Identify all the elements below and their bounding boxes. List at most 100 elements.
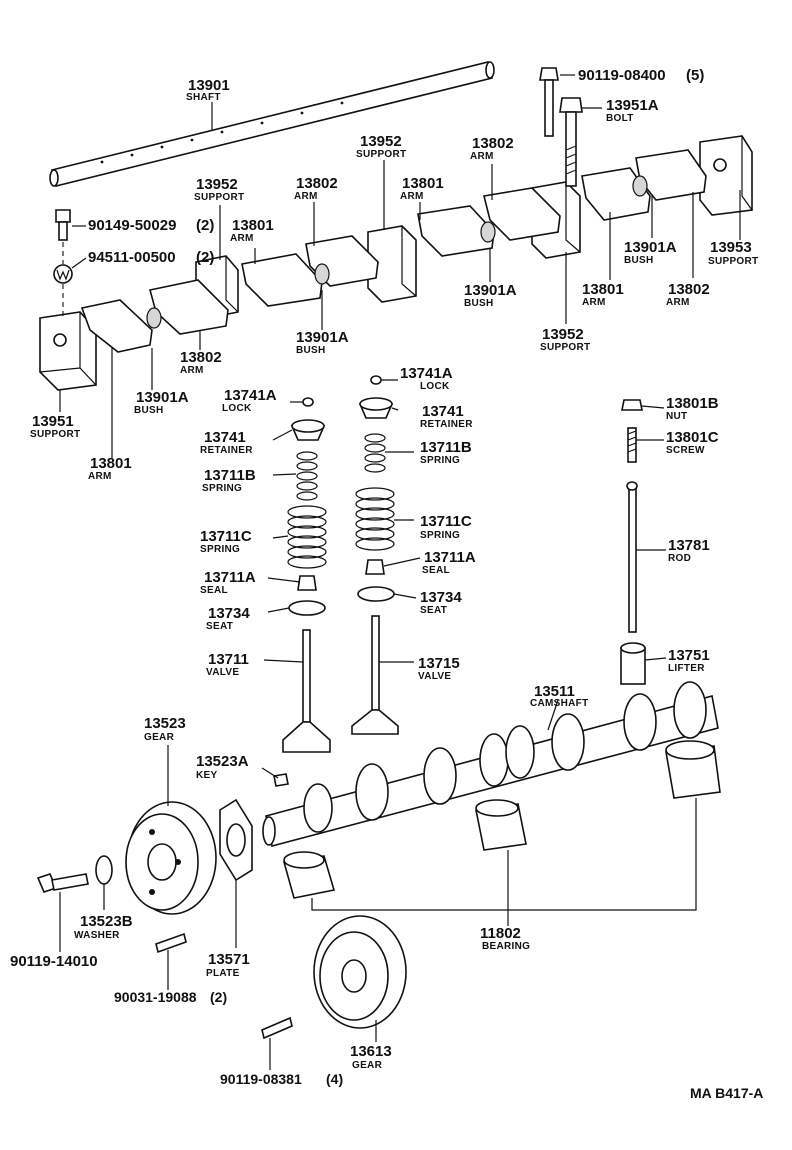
svg-text:CAMSHAFT: CAMSHAFT bbox=[530, 698, 589, 709]
label-13711c-spring-left: 13711C bbox=[200, 528, 252, 545]
bearings bbox=[282, 740, 721, 899]
svg-text:ARM: ARM bbox=[230, 233, 254, 244]
crank-bolt-shape bbox=[261, 1016, 293, 1040]
bolt-13951a-shape bbox=[559, 97, 583, 187]
label-13802-arm-upper-right: 13802 bbox=[472, 135, 514, 152]
label-90031-19088: 90031-19088 bbox=[114, 989, 197, 1005]
svg-text:SPRING: SPRING bbox=[202, 483, 242, 494]
svg-text:(2): (2) bbox=[196, 217, 214, 234]
svg-text:VALVE: VALVE bbox=[206, 667, 239, 678]
svg-text:(5): (5) bbox=[686, 67, 704, 84]
support-13951-shape bbox=[39, 311, 97, 391]
label-13734-seat-left: 13734 bbox=[208, 605, 250, 622]
label-90119-14010: 90119-14010 bbox=[10, 953, 98, 970]
label-13523b-washer: 13523B bbox=[80, 913, 133, 930]
label-90119-08400: 90119-08400 bbox=[578, 67, 666, 84]
svg-text:BUSH: BUSH bbox=[134, 405, 164, 416]
svg-text:ARM: ARM bbox=[400, 191, 424, 202]
svg-text:SPRING: SPRING bbox=[420, 530, 460, 541]
svg-text:SEAT: SEAT bbox=[206, 621, 233, 632]
svg-text:SUPPORT: SUPPORT bbox=[708, 256, 758, 267]
svg-text:WASHER: WASHER bbox=[74, 930, 120, 941]
svg-text:BUSH: BUSH bbox=[624, 255, 654, 266]
svg-text:SEAL: SEAL bbox=[422, 565, 450, 576]
label-13901a-bush-left: 13901A bbox=[136, 389, 189, 406]
label-13802-arm-far-right: 13802 bbox=[668, 281, 710, 298]
label-13802-arm-center: 13802 bbox=[296, 175, 338, 192]
svg-text:PLATE: PLATE bbox=[206, 968, 240, 979]
label-13952-support-right: 13952 bbox=[542, 326, 584, 343]
labels: 13901 SHAFT 90119-08400 (5) 13951A BOLT … bbox=[10, 67, 763, 1101]
label-13741-retainer-left: 13741 bbox=[204, 429, 246, 446]
svg-text:ARM: ARM bbox=[88, 471, 112, 482]
label-90149-50029: 90149-50029 bbox=[88, 217, 176, 234]
label-13711b-spring-left: 13711B bbox=[204, 467, 256, 484]
svg-text:SEAL: SEAL bbox=[200, 585, 228, 596]
label-13801-arm-right: 13801 bbox=[582, 281, 624, 298]
crank-gear-shape bbox=[313, 915, 407, 1029]
valve-stack-left bbox=[282, 397, 331, 753]
svg-text:(2): (2) bbox=[196, 249, 214, 266]
svg-text:(2): (2) bbox=[210, 989, 227, 1005]
svg-text:LOCK: LOCK bbox=[222, 403, 252, 414]
valve-stack-right bbox=[351, 375, 399, 735]
label-13951-support: 13951 bbox=[32, 413, 74, 430]
label-13901a-bush-center-right: 13901A bbox=[464, 282, 517, 299]
label-13741a-lock-right: 13741A bbox=[400, 365, 453, 382]
svg-text:BOLT: BOLT bbox=[606, 113, 634, 124]
svg-text:VALVE: VALVE bbox=[418, 671, 451, 682]
label-13801-arm-center: 13801 bbox=[402, 175, 444, 192]
label-13751-lifter: 13751 bbox=[668, 647, 710, 664]
label-13901a-bush-right: 13901A bbox=[624, 239, 677, 256]
svg-text:SUPPORT: SUPPORT bbox=[30, 429, 80, 440]
svg-text:SPRING: SPRING bbox=[420, 455, 460, 466]
svg-text:KEY: KEY bbox=[196, 770, 217, 781]
label-94511-00500: 94511-00500 bbox=[88, 249, 176, 266]
label-13711c-spring-right: 13711C bbox=[420, 513, 472, 530]
svg-text:SUPPORT: SUPPORT bbox=[540, 342, 590, 353]
label-13741-retainer-right: 13741 bbox=[422, 403, 464, 420]
thrust-plate-shape bbox=[219, 798, 253, 882]
support-center-shape bbox=[367, 225, 417, 303]
svg-text:SHAFT: SHAFT bbox=[186, 92, 221, 103]
label-13511-camshaft: 13511 bbox=[534, 683, 575, 700]
label-13715-valve: 13715 bbox=[418, 655, 460, 672]
label-13571-plate: 13571 bbox=[208, 951, 250, 968]
gear-bolt-shape bbox=[36, 873, 89, 893]
svg-text:LOCK: LOCK bbox=[420, 381, 450, 392]
svg-text:LIFTER: LIFTER bbox=[668, 663, 705, 674]
label-13711a-seal-right: 13711A bbox=[424, 549, 476, 566]
svg-text:SPRING: SPRING bbox=[200, 544, 240, 555]
svg-text:BUSH: BUSH bbox=[296, 345, 326, 356]
label-13952-support-left: 13952 bbox=[196, 176, 238, 193]
bushes bbox=[146, 175, 648, 329]
key-shape bbox=[273, 773, 289, 787]
cam-gear-shape bbox=[125, 801, 217, 915]
label-11802-bearing: 11802 bbox=[480, 925, 521, 942]
label-13781-rod: 13781 bbox=[668, 537, 710, 554]
label-90119-08381: 90119-08381 bbox=[220, 1071, 302, 1087]
diagram-reference: MA B417-A bbox=[690, 1085, 763, 1101]
plate-bolt-shape bbox=[155, 932, 187, 954]
svg-text:ROD: ROD bbox=[668, 553, 691, 564]
washer-left-shape bbox=[53, 264, 73, 284]
leader-lines bbox=[59, 74, 741, 1070]
label-13801-arm-left: 13801 bbox=[232, 217, 274, 234]
label-13901a-bush-center: 13901A bbox=[296, 329, 349, 346]
label-13711a-seal-left: 13711A bbox=[204, 569, 256, 586]
support-end-shape bbox=[699, 135, 753, 216]
svg-text:ARM: ARM bbox=[470, 151, 494, 162]
svg-text:SUPPORT: SUPPORT bbox=[194, 192, 244, 203]
svg-text:RETAINER: RETAINER bbox=[200, 445, 253, 456]
label-13951a-bolt: 13951A bbox=[606, 97, 659, 114]
rocker-shaft bbox=[49, 61, 495, 187]
svg-text:ARM: ARM bbox=[180, 365, 204, 376]
svg-text:SUPPORT: SUPPORT bbox=[356, 149, 406, 160]
svg-text:GEAR: GEAR bbox=[352, 1060, 383, 1071]
label-13613-gear: 13613 bbox=[350, 1043, 392, 1060]
svg-text:BEARING: BEARING bbox=[482, 941, 530, 952]
svg-text:SEAT: SEAT bbox=[420, 605, 447, 616]
label-13802-arm-left: 13802 bbox=[180, 349, 222, 366]
